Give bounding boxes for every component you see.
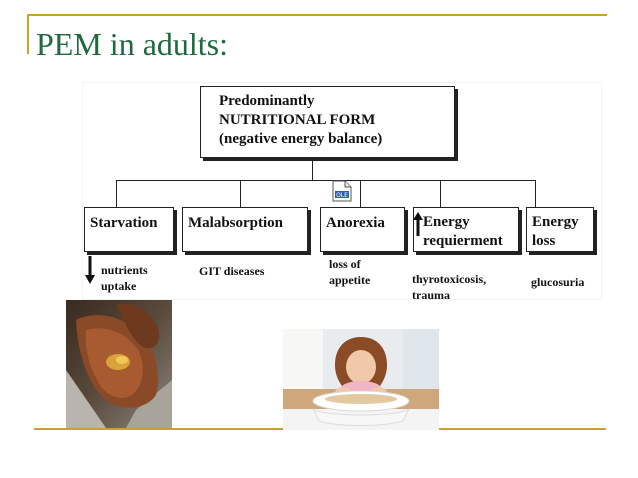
category-malabsorption-label: Malabsorption	[188, 215, 284, 231]
category-energy-req-line-2: requierment	[423, 233, 503, 249]
starvation-detail: nutrients uptake	[101, 262, 148, 294]
increase-arrow-icon	[413, 212, 423, 236]
top-box-nutritional-form: Predominantly NUTRITIONAL FORM (negative…	[200, 86, 455, 158]
category-starvation-label: Starvation	[90, 215, 158, 231]
slide-title: PEM in adults:	[36, 26, 229, 62]
category-starvation: Starvation	[84, 207, 174, 252]
connector-anorexia	[360, 180, 361, 207]
connector-horizontal	[116, 180, 536, 181]
category-energy-loss-line-2: loss	[532, 233, 556, 249]
starvation-detail-line-2: uptake	[101, 279, 137, 293]
anorexia-detail: loss of appetite	[329, 256, 370, 288]
top-box-line-3: (negative energy balance)	[219, 131, 383, 147]
top-box-line-2: NUTRITIONAL FORM	[219, 112, 376, 128]
girl-refusing-food-photo	[283, 329, 439, 430]
energy-loss-detail-line-1: glucosuria	[531, 275, 585, 289]
decrease-arrow-icon	[85, 256, 95, 284]
category-energy-req-line-1: Energy	[423, 214, 470, 230]
hands-holding-grain-photo	[66, 300, 172, 428]
connector-energy-req	[440, 180, 441, 207]
connector-starvation	[116, 180, 117, 207]
malabsorption-detail-line-1: GIT diseases	[199, 264, 265, 278]
top-box-line-1: Predominantly	[219, 93, 315, 109]
energy-req-detail: thyrotoxicosis, trauma	[412, 271, 486, 303]
ole-icon-text: OLE	[336, 192, 348, 199]
category-energy-loss: Energy loss	[526, 207, 594, 252]
decorative-vertical-line	[27, 14, 29, 54]
category-malabsorption: Malabsorption	[182, 207, 308, 252]
malabsorption-detail: GIT diseases	[199, 263, 264, 279]
decorative-top-line	[27, 14, 607, 16]
ole-document-icon: OLE	[332, 180, 352, 202]
category-energy-loss-line-1: Energy	[532, 214, 579, 230]
energy-req-detail-line-1: thyrotoxicosis,	[412, 272, 487, 286]
category-energy-requirement: Energy requierment	[413, 207, 519, 252]
connector-malabsorption	[240, 180, 241, 207]
anorexia-detail-line-1: loss of	[329, 257, 361, 271]
connector-top-vertical	[312, 158, 313, 180]
starvation-detail-line-1: nutrients	[101, 263, 148, 277]
category-anorexia: Anorexia	[320, 207, 405, 252]
category-anorexia-label: Anorexia	[326, 215, 385, 231]
connector-energy-loss	[535, 180, 536, 207]
anorexia-detail-line-2: appetite	[329, 273, 371, 287]
energy-loss-detail: glucosuria	[531, 274, 584, 290]
energy-req-detail-line-2: trauma	[412, 288, 450, 302]
